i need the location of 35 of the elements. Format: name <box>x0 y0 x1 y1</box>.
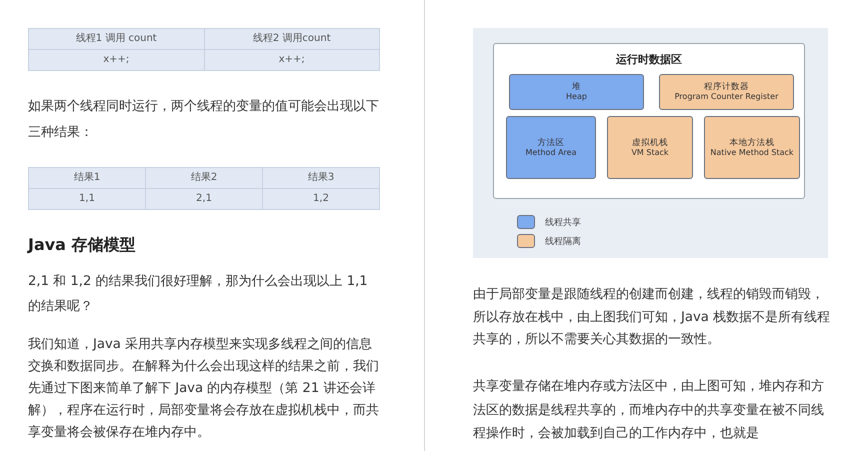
memory-area-box <box>506 116 596 179</box>
area-label: Heap <box>566 92 587 102</box>
memory-area-box <box>509 74 644 110</box>
table-cell: x++; <box>28 50 204 70</box>
memory-area-box <box>607 116 693 179</box>
area-label: VM Stack <box>631 148 669 158</box>
table-cell: 结果3 <box>262 168 380 188</box>
runtime-data-area-box <box>493 43 805 199</box>
area-label: 堆 <box>572 82 581 92</box>
legend-label: 线程共享 <box>545 216 581 228</box>
paragraph: 由于局部变量是跟随线程的创建而创建，线程的销毁而销毁，所以存放在栈中，由上图我们可知，Java 栈数据不是所有线程共享的，所以不需要关心其数据的一致性。 <box>473 286 832 349</box>
table-cell: 1,1 <box>28 188 146 210</box>
table-cell: 2,1 <box>146 188 262 210</box>
area-label: Native Method Stack <box>710 148 794 158</box>
area-label: Method Area <box>526 148 576 158</box>
table-cell: x++; <box>204 50 380 70</box>
area-label: Program Counter Register <box>674 92 778 102</box>
area-label: 程序计数器 <box>704 82 749 92</box>
paragraph: 共享变量存储在堆内存或方法区中，由上图可知，堆内存和方法区的数据是线程共享的，而堆内存中的共享变量在被不同线程操作时，会被加载到自己的工作内存中，也就是 <box>473 378 825 443</box>
paragraph: 我们知道，Java 采用共享内存模型来实现多线程之间的信息交换和数据同步。在解释为什么会出现这样的结果之前，我们先通过下图来简单了解下 Java 的内存模型（第 21 讲还会详解），程序在运行时，局部变量将会存放在虚拟机栈中，而共享变量将会被保存在堆内存中。 <box>28 336 380 442</box>
table-cell: 线程2 调用count <box>204 28 380 50</box>
legend-label: 线程隔离 <box>545 236 581 248</box>
table-cell: 线程1 调用 count <box>28 28 204 50</box>
paragraph: 如果两个线程同时运行，两个线程的变量的值可能会出现以下三种结果： <box>28 98 380 142</box>
region-title: 运行时数据区 <box>615 52 683 67</box>
table-cell: 结果1 <box>28 168 146 188</box>
table-cell: 1,2 <box>262 188 380 210</box>
area-label: 本地方法栈 <box>730 138 774 148</box>
memory-area-box <box>659 74 794 110</box>
area-label: 虚拟机栈 <box>632 138 668 148</box>
paragraph: 2,1 和 1,2 的结果我们很好理解，那为什么会出现以上 1,1 的结果呢？ <box>28 273 369 316</box>
section-heading: Java 存储模型 <box>28 235 136 256</box>
table-cell: 结果2 <box>146 168 262 188</box>
area-label: 方法区 <box>538 138 564 148</box>
memory-area-box <box>704 116 800 179</box>
